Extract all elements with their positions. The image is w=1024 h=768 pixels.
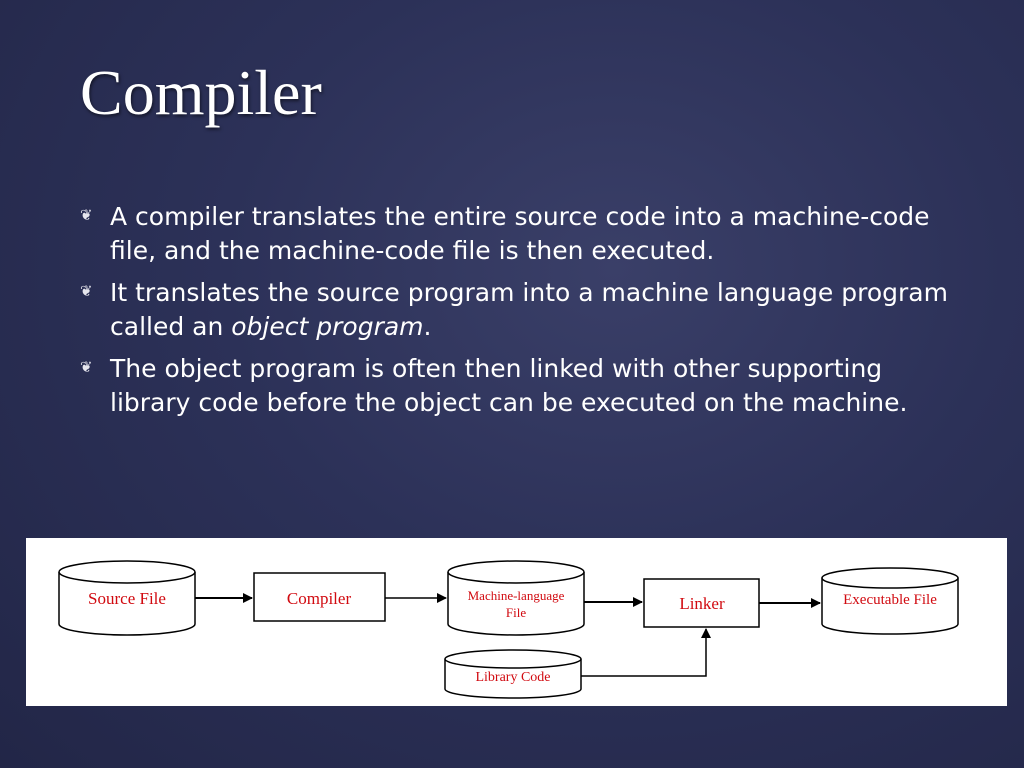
leaf-icon: ❦ — [80, 358, 93, 376]
bullet-item: ❦ The object program is often then linke… — [80, 352, 960, 420]
bullet-text-end: . — [423, 312, 432, 341]
bullet-emphasis: object program — [231, 312, 424, 341]
bullet-item: ❦ A compiler translates the entire sourc… — [80, 200, 960, 268]
machine-language-label-2: File — [506, 605, 526, 620]
diagram-svg: Source File Compiler Machine-language Fi… — [58, 560, 959, 699]
library-code-label: Library Code — [475, 670, 550, 685]
executable-file-node: Executable File — [821, 567, 959, 635]
machine-language-label: Machine-language — [468, 588, 565, 603]
library-code-node: Library Code — [444, 649, 582, 699]
bullet-text: It translates the source program into a … — [110, 278, 948, 341]
leaf-icon: ❦ — [80, 206, 93, 224]
compilation-diagram: Source File Compiler Machine-language Fi… — [26, 538, 1007, 706]
compiler-label: Compiler — [287, 589, 352, 608]
slide-title: Compiler — [80, 57, 322, 128]
linker-node: Linker — [643, 578, 760, 628]
machine-language-file-node: Machine-language File — [447, 560, 585, 636]
arrow-library-to-linker — [581, 628, 711, 677]
bullet-text: The object program is often then linked … — [110, 354, 908, 417]
bullet-item: ❦ It translates the source program into … — [80, 276, 960, 344]
executable-file-label: Executable File — [843, 592, 937, 608]
bullet-text: A compiler translates the entire source … — [110, 202, 930, 265]
bullet-list: ❦ A compiler translates the entire sourc… — [80, 200, 960, 428]
source-file-node: Source File — [58, 560, 196, 636]
linker-label: Linker — [679, 594, 725, 613]
leaf-icon: ❦ — [80, 282, 93, 300]
source-file-label: Source File — [88, 589, 166, 608]
compiler-node: Compiler — [253, 572, 386, 622]
